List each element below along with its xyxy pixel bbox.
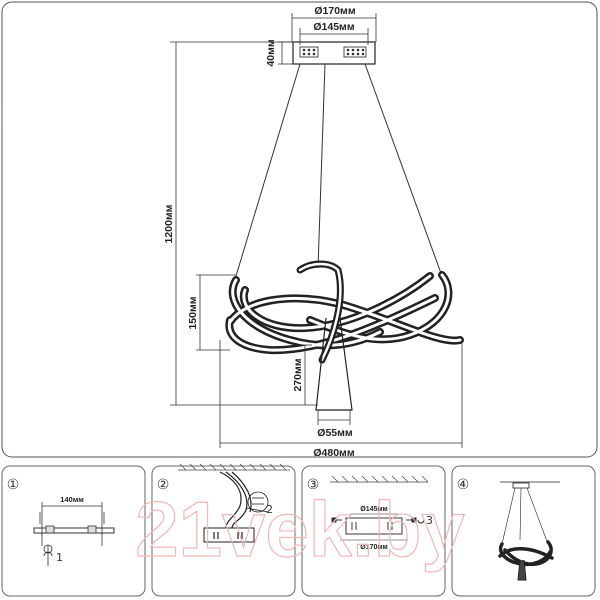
canopy-inner-diameter-label: Ø145мм [313,21,354,33]
step-3-sub-label: 3 [426,514,433,527]
canopy-install-drawing [331,513,425,541]
step-1-number: ① [7,477,20,493]
canopy-diameter-label: Ø170мм [314,5,355,17]
step-2-sub-label: 2 [266,503,273,516]
mounting-bracket-drawing [33,502,115,566]
step-2-panel: ② 2 [151,463,296,597]
overall-diameter-label: Ø480мм [313,447,354,459]
main-drawing: Ø170мм Ø145мм 40мм 1200мм 150мм 270мм Ø5… [1,1,598,459]
step-1-dimension-label: 140мм [60,495,84,504]
ceiling-hatch [178,463,290,471]
main-frame [1,1,598,458]
stem-diameter-label: Ø55мм [317,427,353,439]
suspension-cables [235,63,443,277]
step-3-number: ③ [307,477,320,493]
main-dimension-lines [170,42,463,448]
step-3-inner-diameter-label: Ø145мм [360,506,387,513]
step-3-panel: ③ Ø145мм 3 Ø170мм [301,465,446,597]
body-height-label: 270мм [292,358,304,391]
ring-height-label: 150мм [187,296,199,329]
step-3-outer-diameter-label: Ø170мм [360,544,387,551]
watermark-text: 21vek.by [135,485,465,573]
wiring-drawing [203,471,269,543]
canopy-dimension-lines [170,13,377,65]
total-height-label: 1200мм [163,204,175,243]
led-rings [225,260,464,364]
ceiling-canopy [292,41,376,65]
step-4-number: ④ [457,477,470,493]
step-4-panel: ④ [451,465,596,597]
central-stem [315,317,353,411]
canopy-height-label: 40мм [265,39,277,66]
step-1-sub-label: 1 [56,551,63,564]
ceiling-line [330,475,429,483]
assembled-lamp-drawing [498,481,560,581]
step-2-number: ② [157,477,170,493]
step-1-panel: ① 140мм 1 [1,465,146,597]
